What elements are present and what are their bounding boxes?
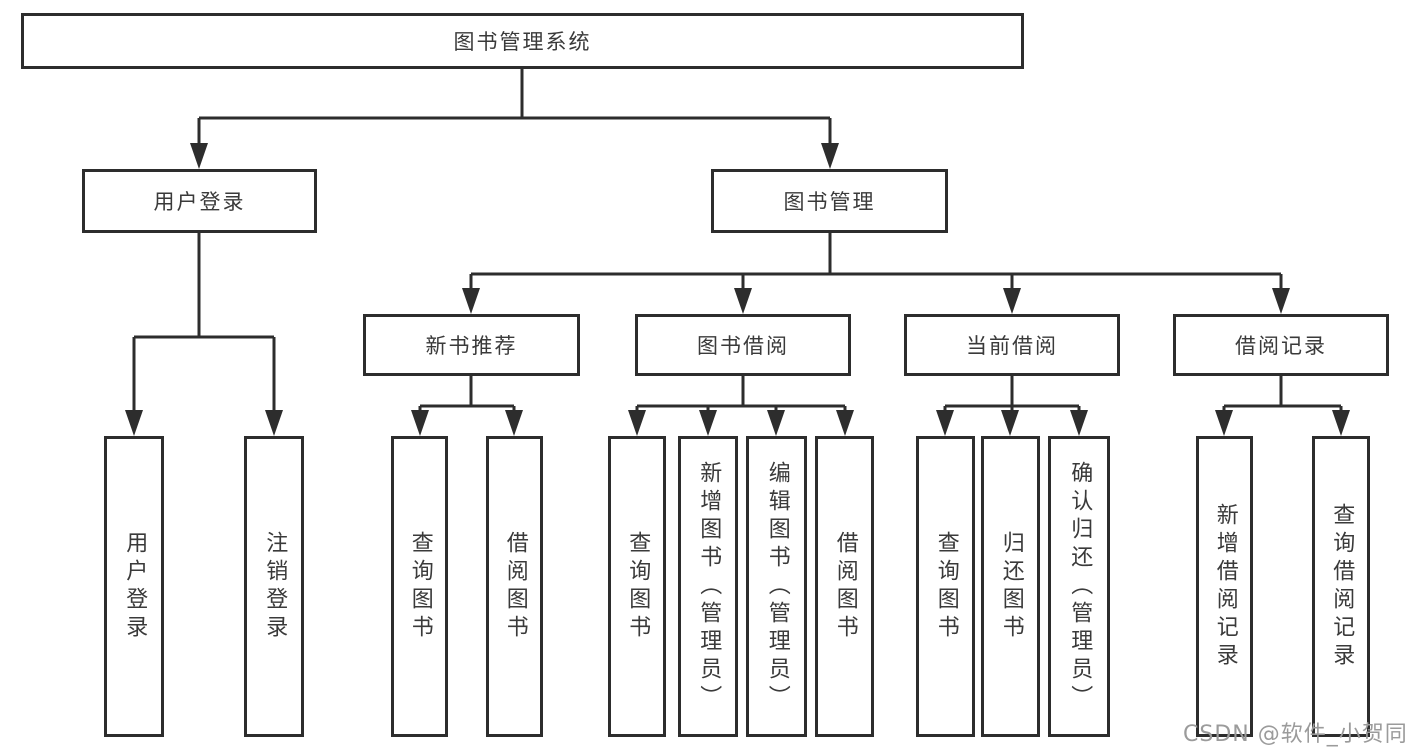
leaf-label: 查询图书 — [407, 530, 433, 643]
arrow-down-icon — [734, 288, 752, 314]
edge-book-mgmt — [469, 233, 1283, 292]
leaf-label: 确认归还（管理员） — [1067, 460, 1093, 713]
leaf-label: 注销登录 — [262, 530, 288, 643]
leaf-label: 查询图书 — [625, 530, 651, 643]
arrow-down-icon — [1215, 410, 1233, 436]
arrow-down-icon — [462, 288, 480, 314]
leaf-label: 编辑图书（管理员） — [764, 460, 790, 713]
leaf-label: 新增图书（管理员） — [696, 460, 722, 713]
leaf-borrow-books-1: 借阅图书 — [486, 436, 543, 737]
leaf-label: 新增借阅记录 — [1212, 502, 1238, 671]
leaf-query-borrow-record: 查询借阅记录 — [1312, 436, 1370, 737]
leaf-label: 归还图书 — [998, 530, 1024, 643]
leaf-label: 借阅图书 — [832, 530, 858, 643]
leaf-confirm-return-admin: 确认归还（管理员） — [1048, 436, 1110, 737]
edge-borrow-record — [1222, 376, 1343, 414]
arrow-down-icon — [1003, 288, 1021, 314]
leaf-label: 查询图书 — [933, 530, 959, 643]
edge-root — [197, 69, 832, 147]
leaf-label: 查询借阅记录 — [1329, 502, 1355, 671]
arrow-down-icon — [699, 410, 717, 436]
arrow-down-icon — [125, 410, 143, 436]
edge-current-borrow — [943, 376, 1081, 414]
edge-new-book — [418, 376, 516, 414]
node-new-book-recommend: 新书推荐 — [363, 314, 580, 376]
leaf-label: 借阅图书 — [502, 530, 528, 643]
arrow-down-icon — [411, 410, 429, 436]
arrowheads — [125, 143, 1350, 436]
arrow-down-icon — [1272, 288, 1290, 314]
arrow-down-icon — [1001, 410, 1019, 436]
arrow-down-icon — [265, 410, 283, 436]
leaf-logout: 注销登录 — [244, 436, 304, 737]
arrow-down-icon — [1332, 410, 1350, 436]
arrow-down-icon — [936, 410, 954, 436]
arrow-down-icon — [767, 410, 785, 436]
leaf-query-books-1: 查询图书 — [391, 436, 448, 737]
arrow-down-icon — [1070, 410, 1088, 436]
node-borrow-records: 借阅记录 — [1173, 314, 1389, 376]
edge-book-borrow — [635, 376, 847, 414]
csdn-watermark: CSDN @软件_小贺同学 — [1183, 722, 1405, 747]
leaf-user-login: 用户登录 — [104, 436, 164, 737]
leaf-edit-book-admin: 编辑图书（管理员） — [746, 436, 807, 737]
leaf-query-books-2: 查询图书 — [608, 436, 666, 737]
leaf-add-borrow-record: 新增借阅记录 — [1196, 436, 1253, 737]
leaf-add-book-admin: 新增图书（管理员） — [678, 436, 738, 737]
arrow-down-icon — [836, 410, 854, 436]
arrow-down-icon — [821, 143, 839, 169]
node-user-login: 用户登录 — [82, 169, 317, 233]
edge-user-login — [132, 233, 276, 414]
node-current-borrowing: 当前借阅 — [904, 314, 1120, 376]
leaf-return-book: 归还图书 — [981, 436, 1040, 737]
arrow-down-icon — [190, 143, 208, 169]
arrow-down-icon — [628, 410, 646, 436]
arrow-down-icon — [505, 410, 523, 436]
node-book-management: 图书管理 — [711, 169, 948, 233]
leaf-label: 用户登录 — [122, 530, 148, 643]
node-root: 图书管理系统 — [21, 13, 1024, 69]
node-book-borrowing: 图书借阅 — [635, 314, 851, 376]
leaf-borrow-books-2: 借阅图书 — [815, 436, 874, 737]
leaf-query-books-3: 查询图书 — [916, 436, 975, 737]
